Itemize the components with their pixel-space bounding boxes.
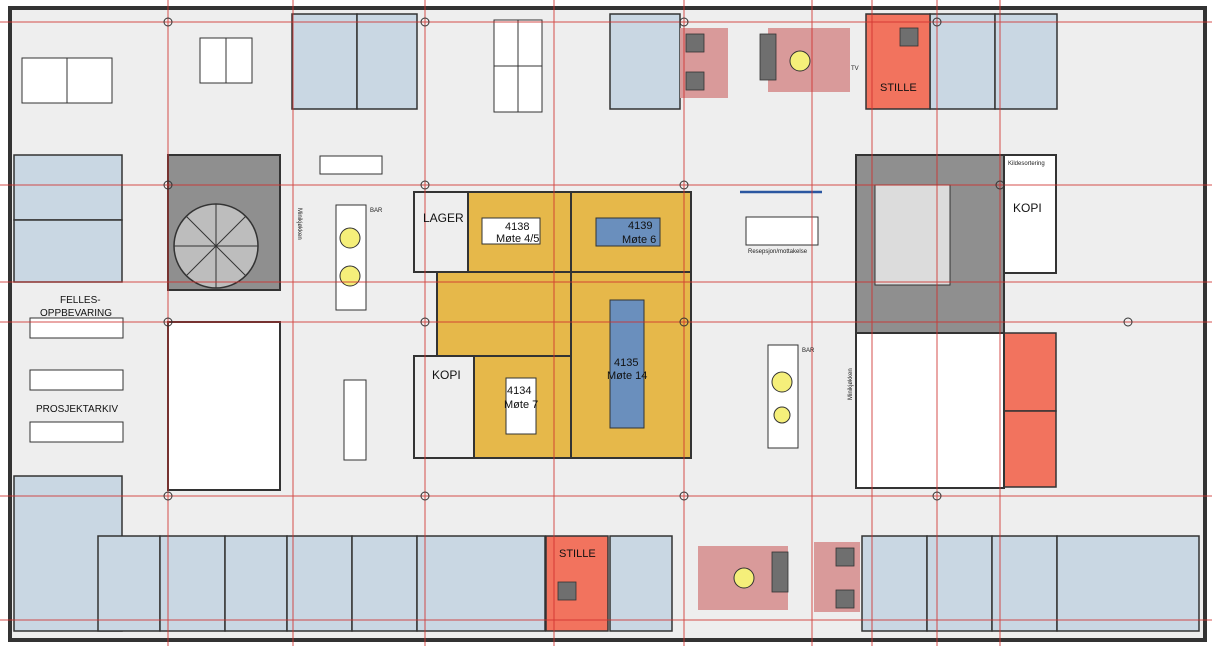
open-meeting-area	[436, 271, 572, 357]
office-top-2	[356, 13, 418, 110]
label-stille-bottom: STILLE	[559, 548, 596, 560]
office-top-1	[291, 13, 358, 110]
office-top-5	[994, 13, 1058, 110]
quiet-room-top	[865, 13, 931, 110]
lamp-east-1	[771, 371, 793, 393]
label-kopi-right: KOPI	[1013, 201, 1042, 215]
label-resepsjon: Resepsjon/mottakelse	[748, 249, 808, 255]
label-kildesortering: Kildesortering	[1008, 161, 1045, 167]
office-top-4	[929, 13, 996, 110]
label-mote-7: Møte 7	[504, 399, 538, 411]
table-4134	[505, 377, 537, 435]
label-felles-2: OPPBEVARING	[40, 308, 112, 319]
spiral-stair-steps	[174, 204, 258, 288]
label-felles-1: FELLES-	[60, 295, 101, 306]
label-room-4135: 4135	[614, 357, 638, 369]
label-kopi-left: KOPI	[432, 368, 461, 382]
label-minikjokken-east: Minikjøkken	[848, 368, 854, 400]
lounge-seating	[557, 27, 919, 609]
column-markers	[163, 17, 1133, 501]
label-stille-top: STILLE	[880, 82, 917, 94]
storage-room	[413, 191, 469, 273]
office-bottom-9	[926, 535, 993, 632]
quiet-room-bottom	[545, 535, 609, 632]
quiet-room-east-2	[1003, 410, 1057, 488]
wc-block-west	[167, 321, 281, 491]
office-bottom-7	[609, 535, 673, 632]
office-bottom-6	[416, 535, 546, 632]
table-4135	[609, 299, 645, 429]
office-bottom-2	[159, 535, 226, 632]
label-tv: TV	[851, 66, 859, 72]
label-mote-45: Møte 4/5	[496, 233, 539, 245]
archive-shelves	[29, 317, 124, 443]
reception-desk	[745, 216, 819, 246]
quiet-room-east-1	[1003, 332, 1057, 412]
office-left-2	[13, 219, 123, 283]
office-bottom-8	[861, 535, 928, 632]
label-bar-west: BAR	[370, 208, 383, 214]
office-bottom-5	[351, 535, 418, 632]
lamp-west-1	[339, 227, 361, 249]
copy-room-right	[1003, 154, 1057, 274]
label-mote-6: Møte 6	[622, 234, 656, 246]
label-minikjokken-west: Minikjøkken	[296, 208, 302, 240]
label-room-4138: 4138	[505, 221, 529, 233]
desk-clusters	[21, 19, 543, 461]
office-corner-se	[1056, 535, 1200, 632]
office-top-3	[609, 13, 681, 110]
outer-wall	[8, 6, 1207, 642]
stair-east-flight	[874, 184, 951, 286]
wc-block-east	[855, 332, 1005, 489]
table-4138	[481, 217, 541, 245]
label-lager: LAGER	[423, 211, 464, 225]
lamp-west-2	[339, 265, 361, 287]
label-bar-east: BAR	[802, 348, 815, 354]
lounge-table-bottom	[733, 567, 755, 589]
office-bottom-4	[286, 535, 353, 632]
label-mote-14: Møte 14	[607, 370, 647, 382]
label-prosjektarkiv: PROSJEKTARKIV	[36, 404, 118, 415]
office-bottom-1	[97, 535, 161, 632]
label-room-4134: 4134	[507, 385, 531, 397]
bar-east	[767, 344, 799, 449]
office-left-1	[13, 154, 123, 221]
lounge-table-top	[789, 50, 811, 72]
lamp-east-2	[773, 406, 791, 424]
office-bottom-3	[224, 535, 288, 632]
table-4139	[595, 217, 661, 247]
bar-west	[335, 204, 367, 311]
office-bottom-10	[991, 535, 1058, 632]
office-rooms	[13, 13, 1200, 632]
label-room-4139: 4139	[628, 220, 652, 232]
